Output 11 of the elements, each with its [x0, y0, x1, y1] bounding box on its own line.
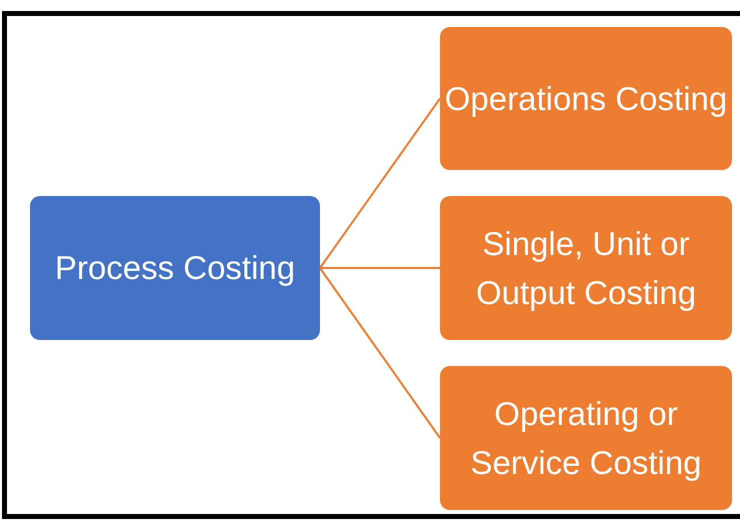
- category-box: [440, 366, 732, 510]
- process-box: [30, 196, 320, 340]
- box-label: Operations Costing: [444, 78, 728, 119]
- category-box: [440, 27, 732, 170]
- category-box: [440, 196, 732, 340]
- box-label: Operating or Service Costing: [469, 394, 703, 483]
- connector-line: [320, 267, 440, 269]
- box-label: Single, Unit or Output Costing: [474, 224, 698, 313]
- connector-line: [319, 98, 441, 269]
- box-label: Process Costing: [54, 248, 296, 288]
- connector-line: [319, 267, 441, 439]
